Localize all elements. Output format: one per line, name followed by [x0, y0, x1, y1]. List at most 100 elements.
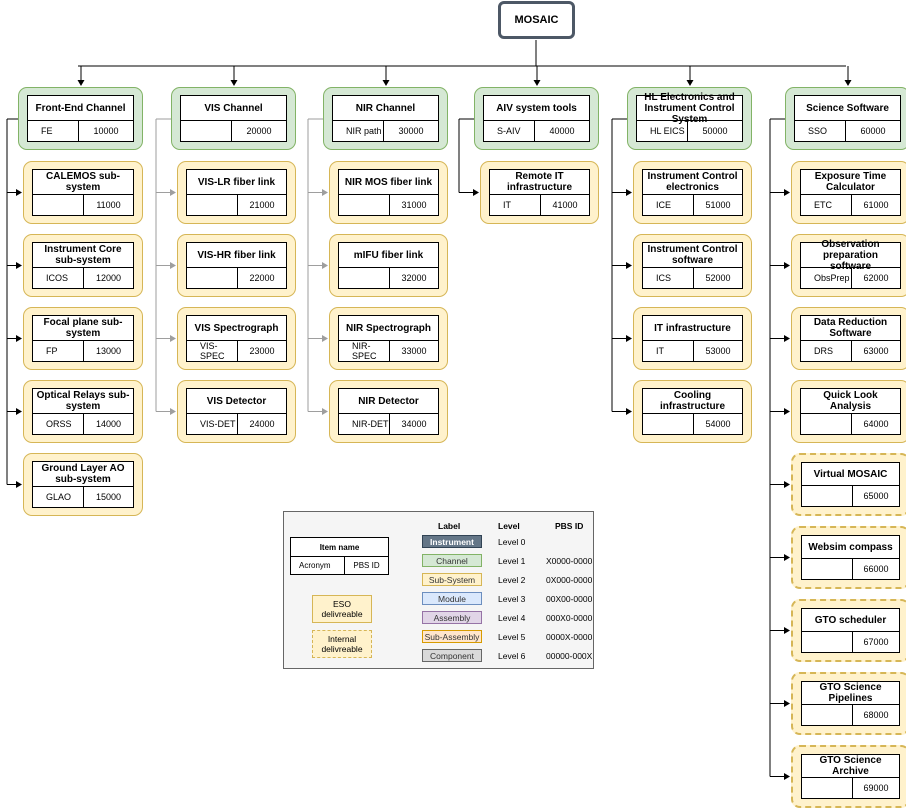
legend-swatch-sub-assembly: Sub-Assembly	[422, 630, 482, 643]
connector-arrowhead	[533, 80, 541, 86]
node-pbs-id: 31000	[401, 200, 427, 210]
connector-arrowhead	[844, 80, 852, 86]
subsystem-node-31000[interactable]: NIR MOS fiber link 31000	[329, 161, 448, 224]
node-pbs-id: 50000	[702, 126, 728, 136]
legend-pbs-pattern: X0000-0000	[546, 556, 593, 566]
node-name: CALEMOS sub-system	[46, 171, 120, 193]
node-acronym: DRS	[801, 341, 852, 361]
node-acronym	[339, 268, 390, 288]
node-acronym	[33, 195, 84, 215]
subsystem-node-22000[interactable]: VIS-HR fiber link 22000	[177, 234, 296, 297]
legend-level: Level 3	[498, 594, 526, 604]
node-pbs-id: 34000	[401, 419, 427, 429]
node-acronym: FP	[33, 341, 84, 361]
root-node-mosaic[interactable]: MOSAIC	[498, 1, 575, 39]
node-acronym	[339, 195, 390, 215]
connector-arrowhead	[322, 262, 328, 269]
legend-swatch-sub-system: Sub-System	[422, 573, 482, 586]
connector-arrowhead	[16, 408, 22, 415]
node-name: NIR MOS fiber link	[344, 176, 433, 188]
legend-header-label: Label	[438, 521, 461, 531]
node-acronym: ICOS	[33, 268, 84, 288]
subsystem-node-31000-box: NIR MOS fiber link 31000	[338, 169, 439, 216]
node-pbs-id: 62000	[863, 273, 889, 283]
root-name: MOSAIC	[514, 14, 559, 26]
connector-arrowhead	[170, 335, 176, 342]
node-acronym: VIS-DET	[187, 414, 238, 434]
node-acronym: NIR-SPEC	[339, 341, 390, 361]
node-pbs-id: 67000	[863, 637, 889, 647]
node-name: AIV system tools	[496, 102, 577, 114]
node-name: VIS Channel	[204, 102, 263, 114]
node-pbs-id: 65000	[863, 491, 889, 501]
subsystem-node-64000[interactable]: Quick Look Analysis 64000	[791, 380, 906, 443]
node-pbs-id: 64000	[863, 419, 889, 429]
connector-arrowhead	[784, 335, 790, 342]
node-pbs-id: 52000	[705, 273, 731, 283]
connector-arrowhead	[170, 262, 176, 269]
node-name: VIS-HR fiber link	[197, 249, 276, 261]
node-pbs-id: 22000	[249, 273, 275, 283]
node-pbs-id: 11000	[96, 200, 121, 210]
node-acronym: SSO	[795, 121, 846, 141]
node-pbs-id: 24000	[249, 419, 275, 429]
subsystem-node-11000[interactable]: CALEMOS sub-system 11000	[23, 161, 143, 224]
connector-arrowhead	[322, 335, 328, 342]
node-name: Observation preparation software	[821, 238, 880, 272]
node-name: Exposure Time Calculator	[814, 171, 887, 193]
channel-node-5-box: HL Electronics and Instrument Control Sy…	[636, 92, 743, 142]
node-name: Remote IT infrastructure	[506, 171, 572, 193]
node-name: Cooling infrastructure	[659, 390, 725, 412]
channel-node-5[interactable]: HL Electronics and Instrument Control Sy…	[627, 87, 752, 150]
legend-pbs-pattern: 0X000-0000	[546, 575, 593, 585]
node-name: Instrument Control electronics	[647, 171, 738, 193]
subsystem-node-22000-box: VIS-HR fiber link 22000	[186, 242, 287, 289]
node-acronym: NIR-DET	[339, 414, 390, 434]
node-acronym	[187, 195, 238, 215]
node-name: Quick Look Analysis	[823, 390, 878, 412]
node-acronym: VIS-SPEC	[187, 341, 238, 361]
connector-arrowhead	[784, 700, 790, 707]
node-acronym: IT	[643, 341, 694, 361]
connector-arrowhead	[626, 335, 632, 342]
node-pbs-id: 53000	[705, 346, 731, 356]
